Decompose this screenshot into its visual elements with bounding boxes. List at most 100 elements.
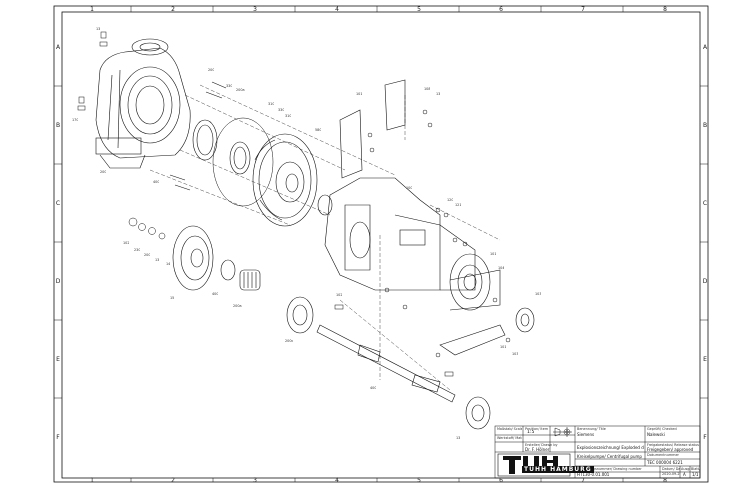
callout-label: 101 <box>356 92 363 96</box>
callout-label: 200 <box>144 253 151 257</box>
pump-shaft <box>316 324 456 403</box>
date-label: Datum/ Date <box>662 467 680 471</box>
title-line-2: Kreiselpumpe/ Centrifugal pump <box>577 454 642 459</box>
callout-label: 104 <box>498 266 505 270</box>
callout-label: 13 <box>436 92 441 96</box>
callout-label: 13 <box>96 27 101 31</box>
callout-label: 400 <box>370 386 377 390</box>
created-label: Ersteller/ Drawn by <box>525 443 558 447</box>
o-ring <box>212 117 274 207</box>
impeller <box>172 225 214 291</box>
callout-label: 108 <box>424 87 431 91</box>
position-label: Position/ Item <box>525 427 549 431</box>
row-label: A <box>55 44 61 51</box>
callout-label: 13 <box>456 436 461 440</box>
date-value: 2020-09-23 <box>662 472 680 476</box>
callout-label: 200 <box>100 170 107 174</box>
projection-symbol <box>553 427 572 437</box>
edition-label: Ausgabe/ Rev <box>681 467 690 471</box>
edition-value: A <box>683 472 686 477</box>
pump-casing <box>95 38 191 169</box>
callout-label: 580 <box>315 128 322 132</box>
col-label: 8 <box>663 6 667 13</box>
left-bearing <box>286 296 314 334</box>
doc-label: Dokumentnummer <box>647 453 679 457</box>
sheet-value: 1/1 <box>692 472 699 477</box>
col-label-bottom: 7 <box>581 477 585 484</box>
callout-label: 120 <box>447 198 454 202</box>
material-label: Werkstoff/ Material <box>497 436 522 440</box>
callout-label: 101 <box>490 252 497 256</box>
callout-label: 330 <box>278 108 285 112</box>
callout-label: 400 <box>212 292 219 296</box>
callout-label: 310 <box>268 102 275 106</box>
row-label: D <box>55 278 61 285</box>
row-label: C <box>55 200 61 207</box>
status-value: Freigegeben/ approved <box>647 447 694 452</box>
approved-label: Geprüft/ Checked <box>647 427 677 431</box>
col-label-bottom: 5 <box>417 477 421 484</box>
support-foot <box>439 324 506 356</box>
lower-bearing <box>465 396 491 430</box>
logo-block <box>497 453 571 477</box>
company-label: Benennung/ Title <box>577 427 606 431</box>
doc-value: TEC 000004 6221 <box>647 460 683 465</box>
col-label: 5 <box>417 6 421 13</box>
sheet-label: Blatt/ Sheet <box>691 467 700 471</box>
col-label-bottom: 4 <box>335 477 339 484</box>
status-label: Freigabestatus/ Release status <box>647 443 699 447</box>
col-label: 6 <box>499 6 503 13</box>
row-label-right: C <box>702 200 708 207</box>
col-label-bottom: 3 <box>253 477 257 484</box>
callout-label: 200 <box>208 68 215 72</box>
callout-label: 400 <box>153 180 160 184</box>
outer-frame <box>53 5 709 483</box>
approved-value: Nalewski <box>647 432 665 437</box>
col-label-bottom: 8 <box>663 477 667 484</box>
row-label-right: F <box>703 434 707 441</box>
callout-label: 200a <box>236 88 245 92</box>
row-label-right: A <box>702 44 708 51</box>
callout-label: 310 <box>285 114 292 118</box>
callout-label: 101 <box>500 345 507 349</box>
callout-label: 13 <box>155 258 160 262</box>
row-label-right: B <box>702 122 708 129</box>
drawing-no: HT130-0.01.001 <box>577 472 610 477</box>
casing-cover <box>252 133 318 227</box>
col-label: 4 <box>335 6 339 13</box>
owner: Siemens <box>577 432 595 437</box>
logo-text: TUHH HAMBURG <box>522 466 594 473</box>
callout-label: 103 <box>512 352 519 356</box>
col-label-bottom: 1 <box>90 477 94 484</box>
callout-label: 170 <box>72 118 79 122</box>
right-bearing <box>515 307 535 333</box>
row-label: E <box>56 356 60 363</box>
row-label-right: E <box>703 356 707 363</box>
col-label-bottom: 2 <box>171 477 175 484</box>
row-label: F <box>56 434 60 441</box>
mechanical-seal <box>220 259 261 291</box>
callout-label: 15 <box>170 296 175 300</box>
title-line-1: Explosionszeichnung/ Exploded drawing <box>577 445 644 450</box>
col-label: 1 <box>90 6 94 13</box>
drawing-no-label: Zeichnungsnummer/ Drawing number <box>577 467 642 471</box>
scale-value: 1:5 <box>527 430 535 435</box>
scale-label: Maßstab/ Scale <box>497 427 522 431</box>
callout-label: 230 <box>134 248 141 252</box>
callout-label: 14 <box>166 262 171 266</box>
col-label: 2 <box>171 6 175 13</box>
bearing-cover <box>449 253 501 311</box>
callout-label: 103 <box>535 292 542 296</box>
callout-label: 100 <box>406 186 413 190</box>
bearing-bracket <box>324 79 476 291</box>
col-label: 7 <box>581 6 585 13</box>
callout-label: 330 <box>226 84 233 88</box>
row-label: B <box>55 122 61 129</box>
callout-label: 102 <box>336 293 343 297</box>
col-label: 3 <box>253 6 257 13</box>
callout-label: 200c <box>285 339 294 343</box>
created-value: Dr. F. Hölner <box>525 447 550 452</box>
inner-frame <box>61 11 701 479</box>
